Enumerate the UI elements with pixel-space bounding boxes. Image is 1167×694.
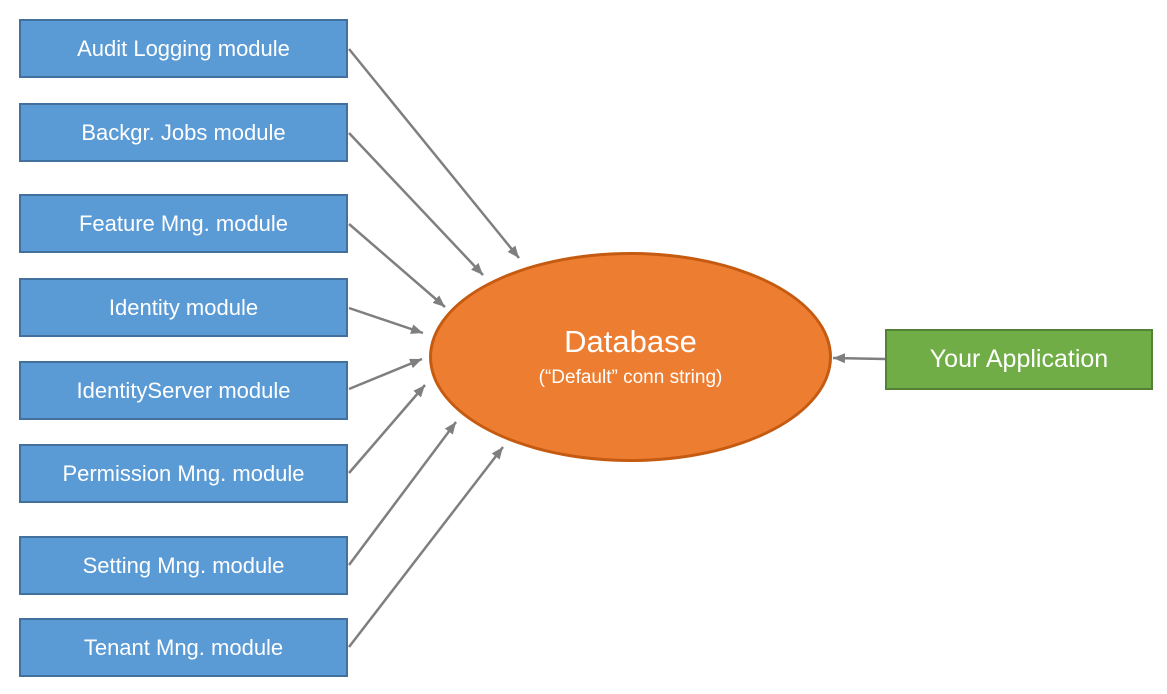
module-label: Feature Mng. module [78,210,289,236]
arrow-identity-to-database [348,306,424,335]
module-box-audit-logging: Audit Logging module [19,19,348,78]
module-label: Tenant Mng. module [83,634,284,660]
database-title: Database [564,324,697,359]
database-conn-string-subtitle: (“Default” conn string) [538,367,723,389]
module-label: Audit Logging module [77,35,290,61]
arrow-backgr-jobs-to-database [348,132,484,276]
module-box-permission-mng: Permission Mng. module [19,444,348,503]
module-label: Permission Mng. module [62,460,305,486]
database-ellipse: Database (“Default” conn string) [429,252,832,462]
arrow-setting-mng-to-database [347,421,458,566]
arrow-audit-logging-to-database [348,48,520,259]
module-box-tenant-mng: Tenant Mng. module [19,618,348,677]
module-label: Identity module [108,294,259,320]
module-box-identity: Identity module [19,278,348,337]
module-label: Backgr. Jobs module [81,119,286,145]
arrow-feature-mng-to-database [348,223,446,308]
module-label: IdentityServer module [76,377,291,403]
module-box-backgr-jobs: Backgr. Jobs module [19,103,348,162]
arrow-permission-mng-to-database [348,384,426,474]
arrow-your-application-to-database [832,353,886,364]
module-box-feature-mng: Feature Mng. module [19,194,348,253]
your-application-label: Your Application [929,345,1109,373]
your-application-box: Your Application [885,329,1153,390]
arrow-tenant-mng-to-database [348,446,504,648]
module-label: Setting Mng. module [82,552,285,578]
module-box-identityserver: IdentityServer module [19,361,348,420]
arrow-identityserver-to-database [348,357,423,391]
module-box-setting-mng: Setting Mng. module [19,536,348,595]
